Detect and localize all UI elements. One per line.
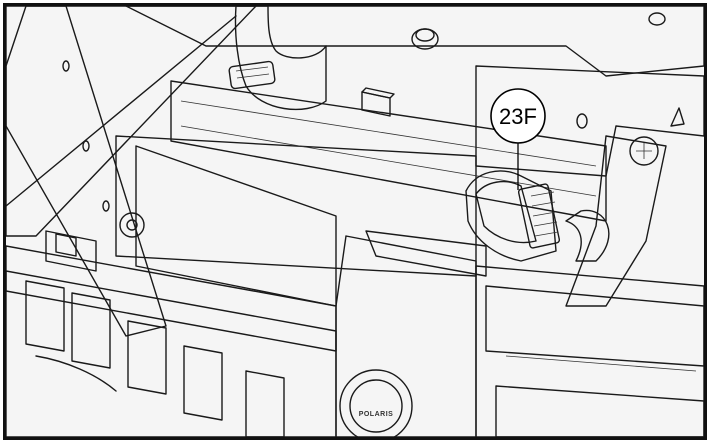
coolant-hose [228,6,327,111]
callout-leader: 23F [490,88,546,190]
switch-left [25,280,65,352]
instrument-housing [475,265,704,437]
technical-illustration: 23F [6,6,704,437]
diagram-frame: 23F [3,3,707,440]
right-bracket [475,65,704,307]
left-clip [45,230,97,272]
center-console: POLARIS [335,230,487,437]
callout-circle [490,88,546,144]
left-frame [6,6,257,337]
polaris-logo: POLARIS [359,411,394,418]
switch-blank-1 [71,292,111,369]
connector-23f [465,170,610,262]
switch-blank-2 [127,320,167,395]
background-structure [6,6,704,437]
mounting-tab [361,87,395,117]
switch-blank-3 [183,345,223,421]
bolt-heads [119,12,666,238]
power-outlet-cap [339,369,413,437]
callout-label: 23F [499,104,537,129]
switch-blank-4 [245,370,285,437]
